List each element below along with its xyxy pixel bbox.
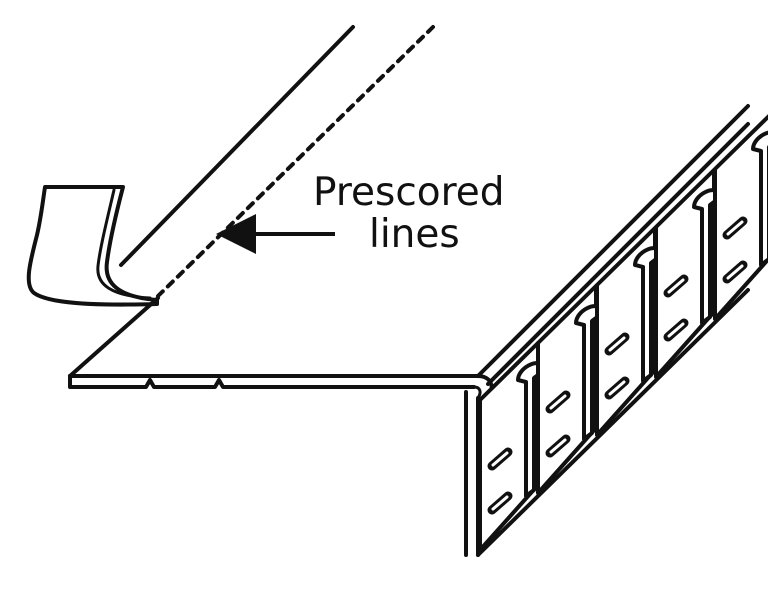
peeled-liner	[26, 185, 159, 307]
wall-slot-inner	[549, 438, 567, 454]
flange-right-edge-top	[476, 104, 750, 378]
wall-slot-inner	[667, 322, 685, 338]
wall-segment	[713, 114, 768, 321]
callout-label-line1: Prescored	[313, 170, 505, 215]
wall-segments	[478, 114, 768, 552]
divider-tab	[751, 130, 768, 267]
flange-back-edge	[119, 25, 355, 267]
wall-slot-inner	[667, 278, 685, 294]
wall-slot-inner	[726, 220, 744, 236]
wall-slot-inner	[608, 336, 626, 352]
flange-right-edge-bottom	[486, 122, 750, 386]
wall-slot-inner	[491, 451, 509, 467]
callout-label-line2: lines	[369, 212, 460, 257]
wall-segment	[536, 284, 602, 495]
wall-slot-inner	[608, 380, 626, 396]
prescored-callout: Prescored lines	[216, 170, 505, 257]
wall-slot-inner	[549, 394, 567, 410]
wall-segment	[654, 168, 720, 379]
liner-fold-line	[96, 188, 152, 300]
flange-front-lip	[68, 374, 476, 389]
wall-bottom-edge	[476, 288, 750, 557]
wall-slot-inner	[491, 495, 509, 511]
wall-segment	[478, 341, 544, 552]
prescored-line	[156, 25, 435, 298]
wall-slot-inner	[726, 264, 744, 280]
flange-left-edge	[68, 296, 160, 378]
wall-segment	[595, 226, 661, 437]
